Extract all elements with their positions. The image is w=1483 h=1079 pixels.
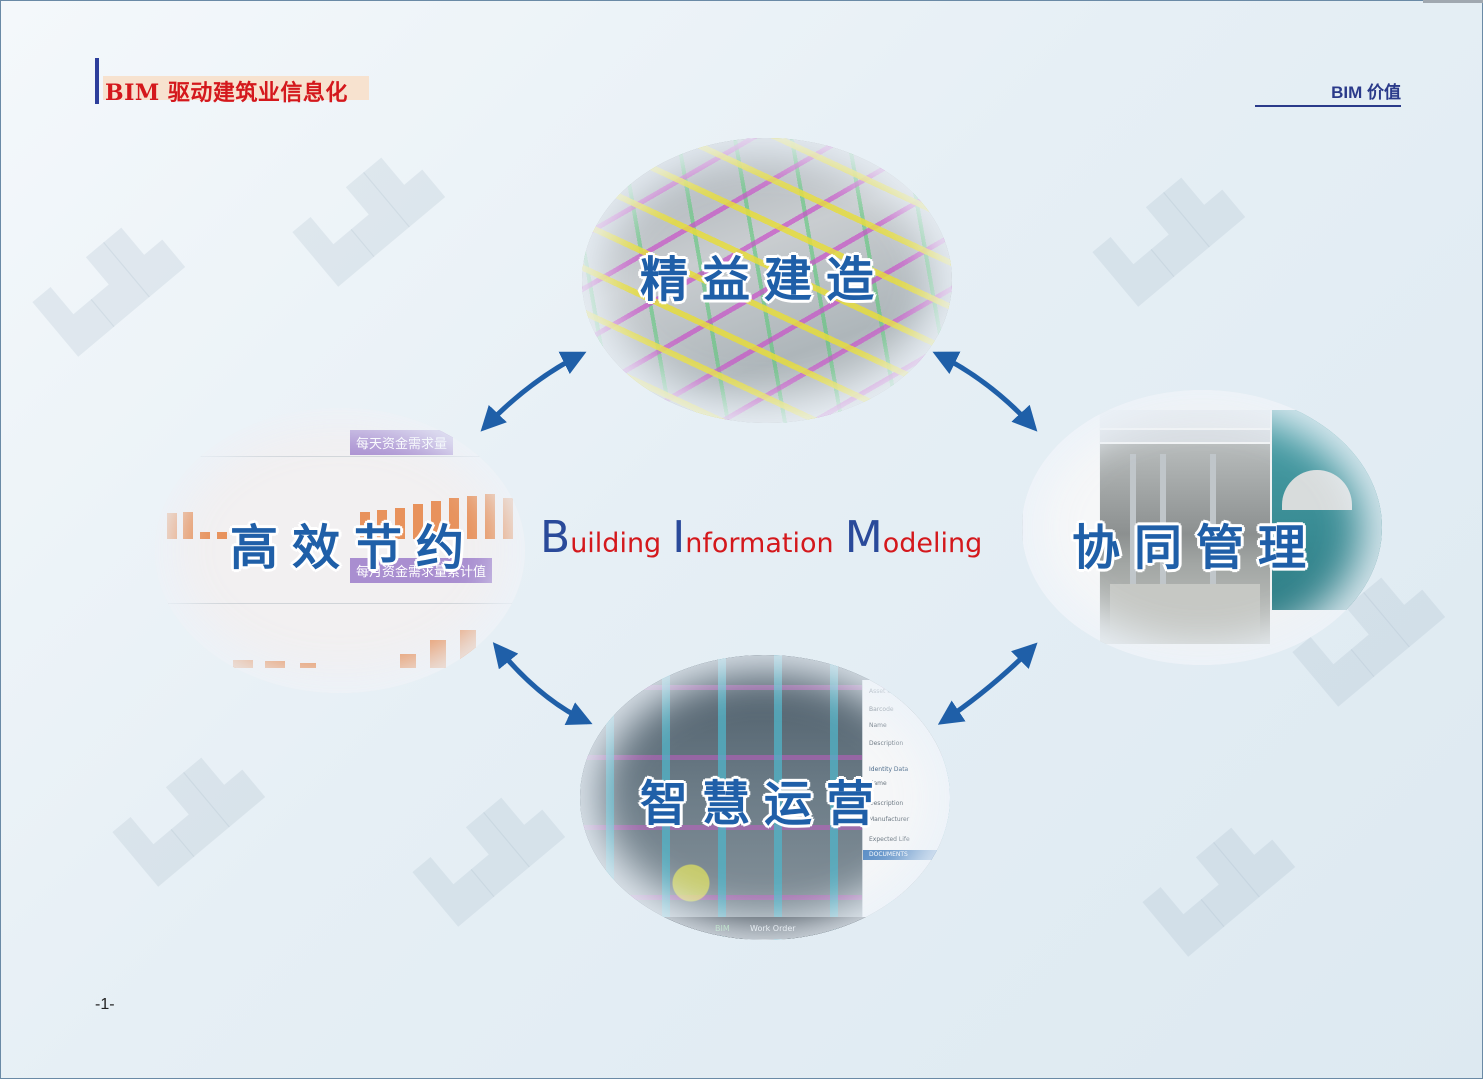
chart-bar bbox=[430, 640, 446, 668]
section-title: BIM 驱动建筑业信息化 bbox=[105, 80, 348, 106]
monthly-chart-title: 每月资金需求量累计值 bbox=[350, 558, 493, 583]
construction-model-image bbox=[582, 138, 952, 423]
model-view bbox=[1272, 410, 1382, 610]
chart-bar bbox=[449, 498, 459, 539]
asset-info-panel: Asset Info Barcode Name Description Iden… bbox=[862, 680, 950, 930]
tab-work-order[interactable]: Work Order bbox=[750, 924, 796, 933]
word-modeling: odeling bbox=[882, 528, 983, 559]
word-information: nformation bbox=[685, 528, 834, 559]
cost-chart-image: 每天资金需求量 每月资金需求量累计值 bbox=[155, 408, 525, 693]
chart-bar bbox=[200, 532, 210, 539]
bottom-tab-bar: BIM Work Order bbox=[580, 917, 950, 939]
chart-bar bbox=[233, 660, 253, 668]
chart-bar bbox=[217, 532, 227, 539]
arrow-bottom-left bbox=[492, 642, 593, 726]
collaboration-app-image bbox=[1022, 390, 1382, 665]
word-building: uilding bbox=[570, 528, 662, 559]
corner-accent bbox=[1423, 0, 1483, 3]
letter-m: M bbox=[844, 512, 883, 563]
chapter-title: BIM 价值 bbox=[1255, 78, 1401, 107]
chart-bar bbox=[300, 663, 316, 668]
chart-bar bbox=[467, 496, 477, 539]
pillar-right-title: 协同管理 bbox=[1072, 520, 1321, 576]
letter-b: B bbox=[540, 512, 571, 563]
chart-bar bbox=[377, 510, 387, 539]
arrow-top-left bbox=[480, 351, 587, 432]
chart-bar bbox=[360, 512, 370, 539]
pillar-bottom-title: 智慧运营 bbox=[640, 776, 889, 832]
pillar-top-title: 精益建造 bbox=[640, 252, 889, 308]
daily-chart-title: 每天资金需求量 bbox=[350, 430, 454, 455]
header-accent-bar bbox=[95, 58, 99, 104]
bim-expansion: Building Information Modeling bbox=[540, 512, 982, 563]
chart-bar bbox=[183, 512, 193, 539]
chart-bar bbox=[431, 501, 441, 539]
chart-bar bbox=[395, 508, 405, 539]
pillar-left-title: 高效节约 bbox=[230, 520, 479, 576]
arrow-top-right bbox=[932, 351, 1038, 432]
chart-bar bbox=[460, 630, 476, 668]
letter-i: I bbox=[672, 512, 686, 563]
tab-bim[interactable]: BIM bbox=[715, 924, 730, 933]
chart-bar bbox=[485, 494, 495, 539]
header-highlight bbox=[103, 76, 369, 100]
chart-bar bbox=[400, 654, 416, 668]
chart-bar bbox=[265, 661, 285, 668]
site-photo bbox=[1100, 444, 1270, 644]
chart-bar bbox=[503, 498, 513, 539]
chart-bar bbox=[413, 504, 423, 539]
page-number: -1- bbox=[95, 996, 115, 1013]
operations-model-image: Asset Info Barcode Name Description Iden… bbox=[580, 655, 950, 940]
arrow-bottom-right bbox=[937, 642, 1038, 725]
chart-bar bbox=[167, 513, 177, 539]
property-panel bbox=[1022, 410, 1099, 630]
